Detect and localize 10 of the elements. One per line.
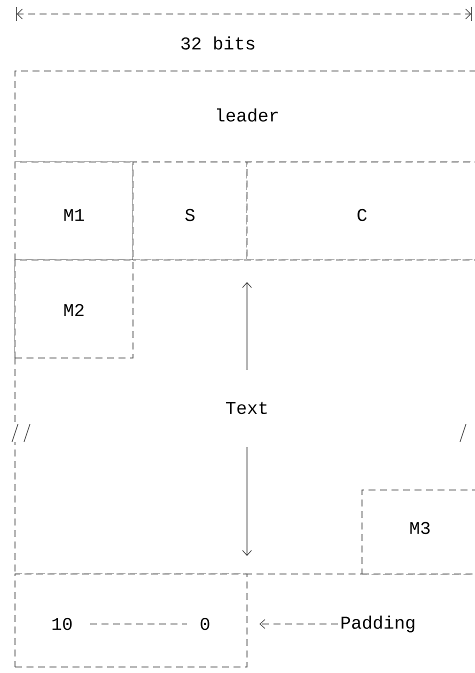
arrow xyxy=(259,619,338,629)
field-box: 10 0 xyxy=(14,574,248,668)
field-box: M3 xyxy=(362,490,475,574)
field-box: M2 xyxy=(14,260,134,358)
field-box: C xyxy=(246,162,475,260)
field-label: Padding xyxy=(342,616,414,632)
node-label: C xyxy=(358,208,367,222)
field-box: M1 xyxy=(14,162,134,260)
field-box: S xyxy=(132,162,248,260)
dimension-label: 32 bits xyxy=(181,36,254,50)
